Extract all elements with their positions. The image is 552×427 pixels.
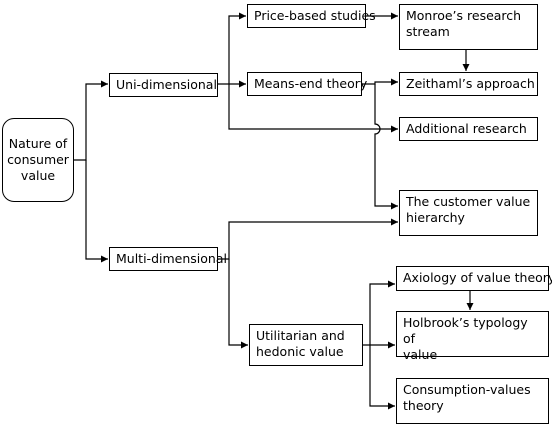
node-zeithaml-approach: Zeithaml’s approach — [399, 72, 538, 96]
link-util-axiology — [369, 280, 395, 345]
link-multi-hierarchy — [218, 218, 398, 260]
link-root-multi — [85, 160, 108, 263]
node-uni-dimensional: Uni-dimensional — [109, 73, 218, 97]
node-means-end-theory: Means-end theory — [247, 72, 367, 96]
link-means-zeithaml — [362, 78, 398, 86]
node-price-based-studies: Price-based studies — [247, 4, 376, 28]
link-root-uni — [74, 80, 108, 161]
node-multi-dimensional: Multi-dimensional — [109, 247, 227, 271]
node-utilitarian-hedonic-value: Utilitarian and hedonic value — [249, 324, 363, 366]
link-uni-price — [218, 12, 246, 85]
link-uni-additional — [228, 84, 398, 133]
node-axiology-of-value-theory: Axiology of value theory — [396, 266, 552, 291]
link-means-hierarchy — [374, 84, 398, 210]
link-multi-utilitarian — [228, 259, 248, 349]
node-monroe-research-stream: Monroe’s research stream — [399, 4, 538, 50]
link-util-consumption — [369, 345, 395, 410]
node-consumption-values-theory: Consumption-values theory — [396, 378, 549, 424]
node-additional-research: Additional research — [399, 117, 538, 141]
node-nature-of-consumer-value: Nature of consumer value — [2, 118, 74, 202]
node-customer-value-hierarchy: The customer value hierarchy — [399, 190, 538, 236]
node-holbrook-typology: Holbrook’s typology of value — [396, 311, 549, 362]
